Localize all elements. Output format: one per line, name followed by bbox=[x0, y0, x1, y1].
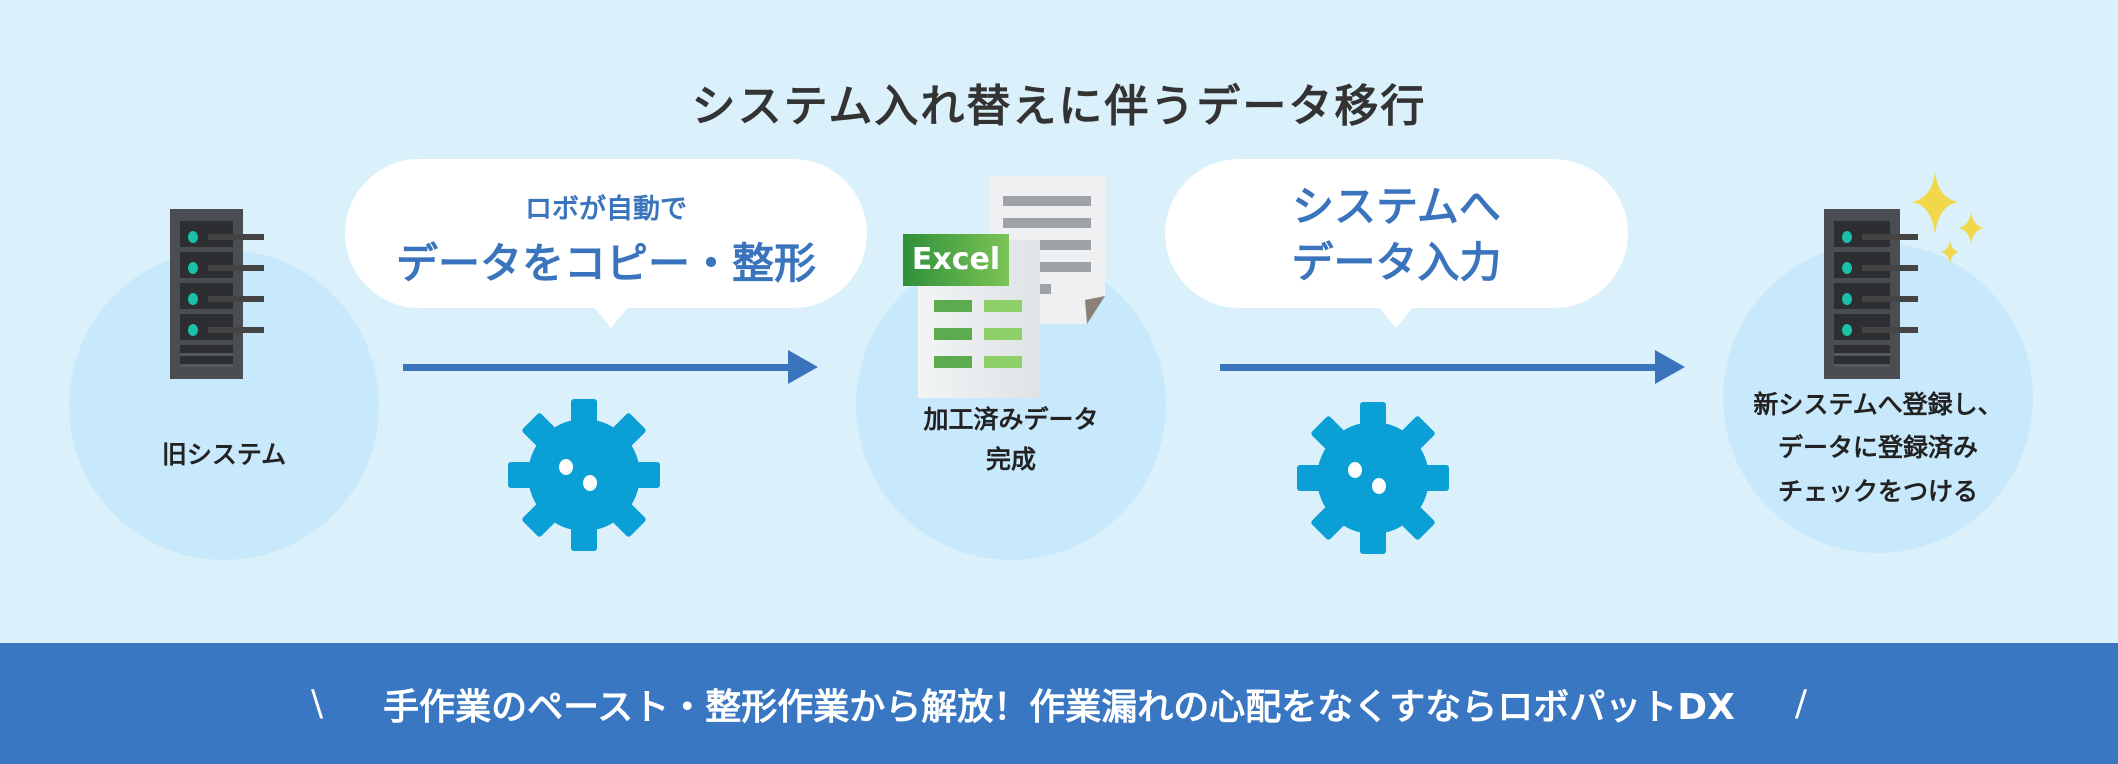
excel-label: Excel bbox=[903, 234, 1009, 286]
new-system-line2: データに登録済み bbox=[1777, 433, 1978, 462]
robot-gear-icon-1 bbox=[508, 399, 660, 551]
arrow-2-head bbox=[1655, 350, 1685, 384]
old-system-label: 旧システム bbox=[161, 440, 287, 469]
bubble2-tail bbox=[1378, 306, 1414, 328]
banner-text: 手作業のペースト・整形作業から解放！作業漏れの心配をなくすならロボパットDX bbox=[383, 686, 1735, 728]
robot-gear-icon-2 bbox=[1297, 402, 1449, 554]
speech-bubble-input: システムへ データ入力 bbox=[1165, 159, 1628, 308]
processed-label-line1: 加工済みデータ bbox=[923, 405, 1099, 434]
bubble-tail bbox=[593, 306, 629, 328]
old-server-icon bbox=[170, 209, 264, 379]
new-server-icon bbox=[1824, 209, 1918, 379]
new-system-line1: 新システムへ登録し、 bbox=[1753, 390, 2003, 419]
arrow-2 bbox=[1220, 364, 1660, 371]
diagram-title: システム入れ替えに伴うデータ移行 bbox=[691, 81, 1427, 132]
banner-right-mark: / bbox=[1794, 683, 1808, 724]
bubble2-line2: データ入力 bbox=[1291, 238, 1502, 287]
processed-label-line2: 完成 bbox=[985, 445, 1036, 474]
banner-left-mark: \ bbox=[310, 683, 324, 724]
bottom-banner: \ 手作業のペースト・整形作業から解放！作業漏れの心配をなくすならロボパットDX… bbox=[0, 643, 2118, 764]
speech-bubble-copy: ロボが自動で データをコピー・整形 bbox=[345, 159, 867, 308]
bubble-line2: データをコピー・整形 bbox=[395, 239, 816, 288]
arrow-1-head bbox=[788, 350, 818, 384]
arrow-1 bbox=[403, 364, 793, 371]
bubble2-line1: システムへ bbox=[1292, 182, 1501, 231]
sparkle-icon bbox=[1912, 172, 1984, 264]
bubble-line1: ロボが自動で bbox=[525, 194, 687, 225]
new-system-line3: チェックをつける bbox=[1777, 477, 1978, 506]
